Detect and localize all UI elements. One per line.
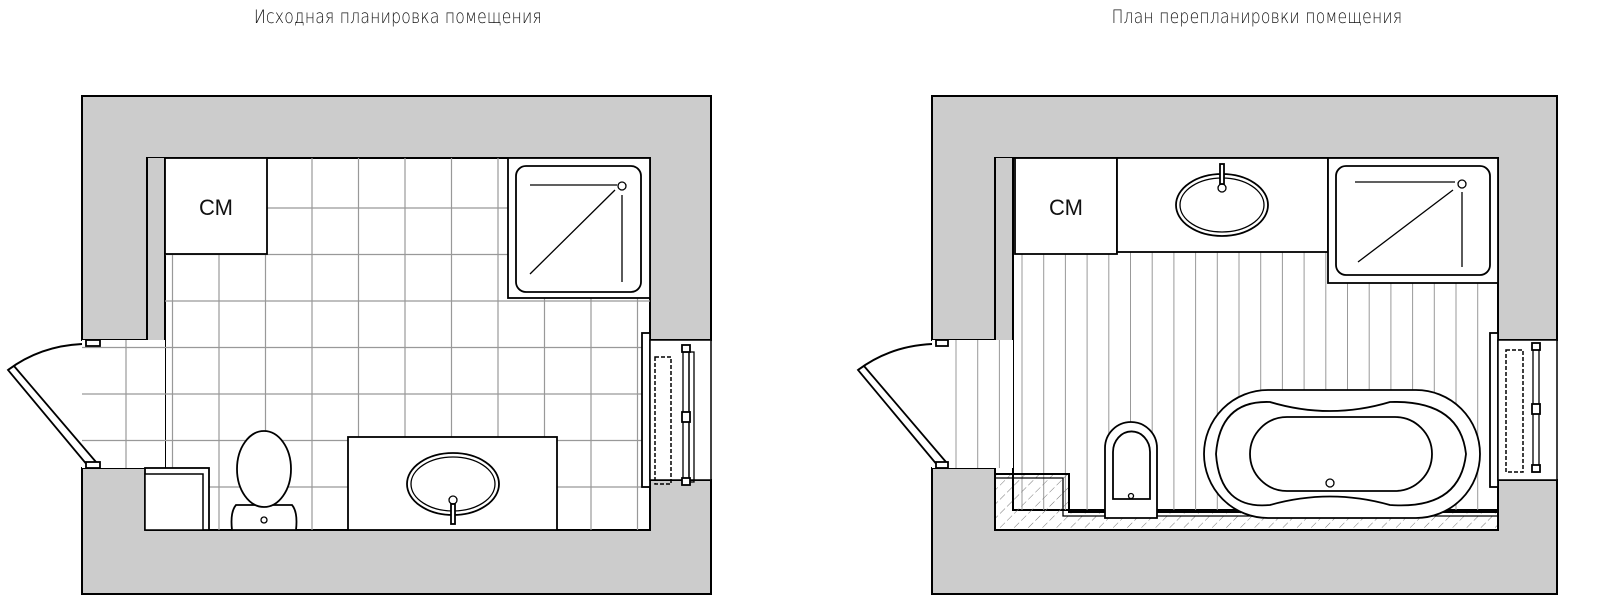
window-radiator xyxy=(1489,332,1558,488)
wall-lining xyxy=(147,158,165,340)
door[interactable] xyxy=(856,339,949,469)
plan-title-original: Исходная планировка помещения xyxy=(253,6,543,28)
toilet xyxy=(230,430,298,531)
washing-machine: СМ xyxy=(1014,157,1118,255)
shower-cabin xyxy=(1327,157,1499,284)
original-plan: СМ xyxy=(6,95,712,595)
washer-label: СМ xyxy=(199,195,233,220)
washing-machine: СМ xyxy=(164,157,268,255)
wall-hung-toilet xyxy=(1104,421,1158,519)
window-radiator xyxy=(641,332,712,488)
doorway xyxy=(82,340,165,468)
door[interactable] xyxy=(6,339,101,469)
plan-title-redesign: План перепланировки помещения xyxy=(1111,6,1403,28)
vanity-sink xyxy=(347,436,558,531)
washer-label: СМ xyxy=(1049,195,1083,220)
cabinet xyxy=(144,467,210,531)
vanity-sink xyxy=(1116,157,1329,253)
redesign-plan: СМ xyxy=(856,95,1558,595)
bathtub xyxy=(1203,389,1481,519)
shower-cabin xyxy=(507,157,651,299)
